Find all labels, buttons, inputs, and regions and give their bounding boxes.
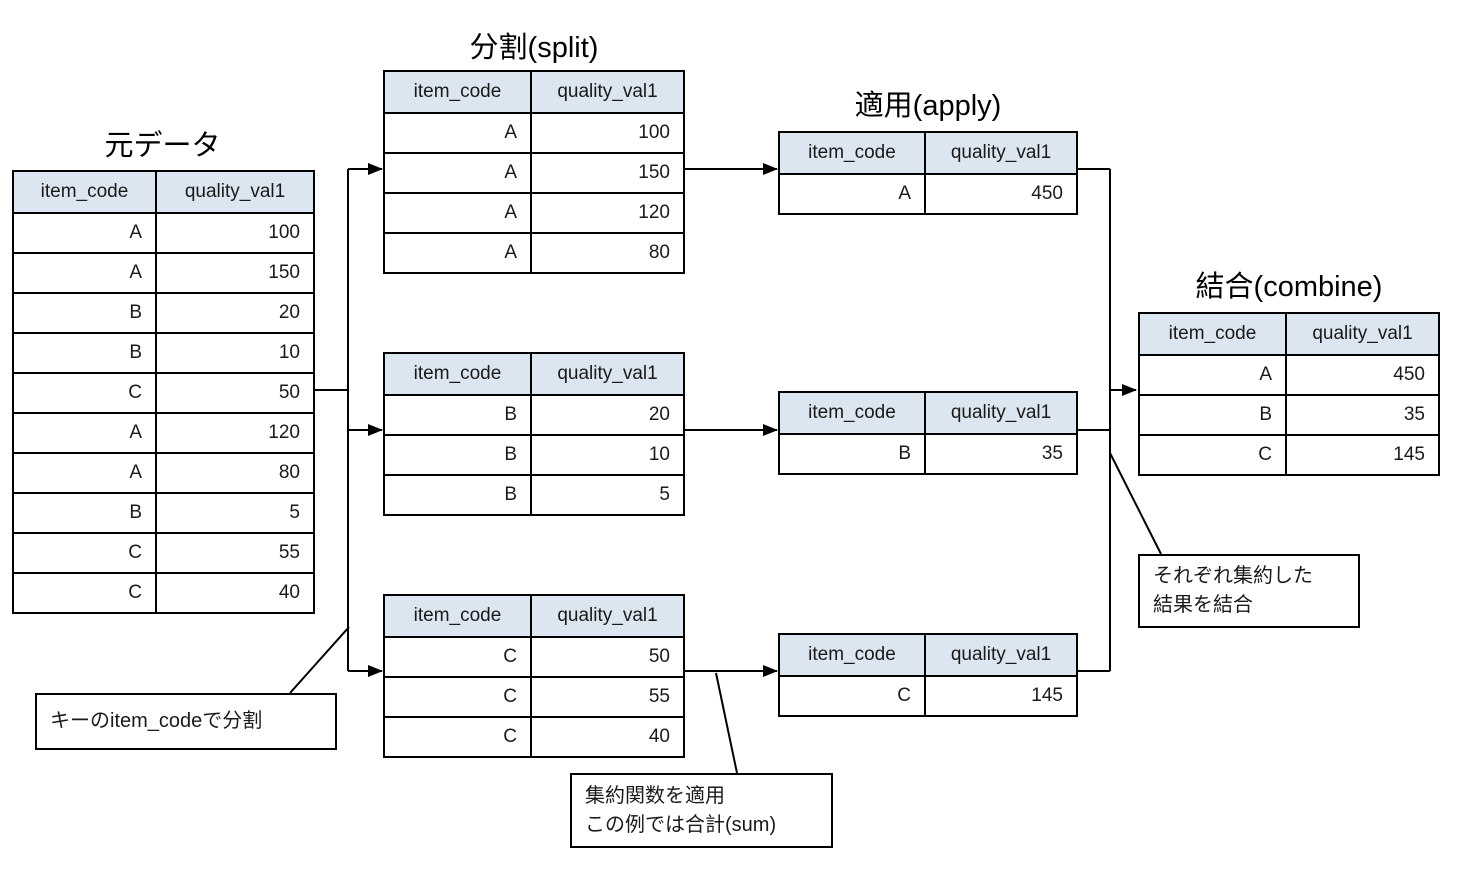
table-cell: C xyxy=(780,675,924,715)
table-cell: 50 xyxy=(530,636,683,676)
table-cell: B xyxy=(1140,394,1285,434)
column-header-item-code: item_code xyxy=(1140,314,1285,354)
table-cell: 10 xyxy=(155,332,313,372)
table-cell: B xyxy=(385,434,530,474)
column-header-item-code: item_code xyxy=(14,172,155,212)
table-cell: A xyxy=(14,212,155,252)
table-cell: 35 xyxy=(924,433,1076,473)
table-cell: 5 xyxy=(530,474,683,514)
table-cell: C xyxy=(385,676,530,716)
column-header-item-code: item_code xyxy=(385,596,530,636)
split-table-b: item_code quality_val1 B 20 B 10 B 5 xyxy=(383,352,685,516)
table-cell: A xyxy=(385,152,530,192)
table-cell: B xyxy=(385,394,530,434)
table-cell: 120 xyxy=(155,412,313,452)
apply-annotation-line2: この例では合計(sum) xyxy=(585,813,777,836)
table-cell: 40 xyxy=(155,572,313,612)
combine-annotation: それぞれ集約した 結果を結合 xyxy=(1138,554,1360,628)
table-cell: B xyxy=(385,474,530,514)
table-cell: C xyxy=(14,532,155,572)
table-cell: 150 xyxy=(155,252,313,292)
apply-annotation-line1: 集約関数を適用 xyxy=(585,784,725,807)
table-cell: C xyxy=(1140,434,1285,474)
table-cell: 55 xyxy=(530,676,683,716)
table-cell: 145 xyxy=(1285,434,1438,474)
column-header-quality-val1: quality_val1 xyxy=(530,354,683,394)
table-cell: 20 xyxy=(155,292,313,332)
table-cell: 80 xyxy=(155,452,313,492)
table-cell: 450 xyxy=(924,173,1076,213)
table-cell: 120 xyxy=(530,192,683,232)
table-cell: 10 xyxy=(530,434,683,474)
table-cell: 40 xyxy=(530,716,683,756)
source-title: 元データ xyxy=(104,130,221,162)
table-cell: A xyxy=(385,192,530,232)
column-header-quality-val1: quality_val1 xyxy=(924,133,1076,173)
column-header-item-code: item_code xyxy=(385,354,530,394)
table-cell: A xyxy=(14,412,155,452)
table-cell: A xyxy=(780,173,924,213)
table-cell: C xyxy=(14,572,155,612)
table-cell: 20 xyxy=(530,394,683,434)
apply-table-b: item_code quality_val1 B 35 xyxy=(778,391,1078,475)
table-cell: C xyxy=(14,372,155,412)
apply-table-a: item_code quality_val1 A 450 xyxy=(778,131,1078,215)
table-cell: C xyxy=(385,636,530,676)
combine-annotation-line2: 結果を結合 xyxy=(1153,594,1253,616)
table-cell: A xyxy=(1140,354,1285,394)
apply-annotation: 集約関数を適用 この例では合計(sum) xyxy=(570,773,833,848)
table-cell: 5 xyxy=(155,492,313,532)
table-cell: 145 xyxy=(924,675,1076,715)
table-cell: 100 xyxy=(530,112,683,152)
split-table-a: item_code quality_val1 A 100 A 150 A 120… xyxy=(383,70,685,274)
table-cell: 35 xyxy=(1285,394,1438,434)
table-cell: A xyxy=(385,232,530,272)
table-cell: A xyxy=(385,112,530,152)
apply-table-c: item_code quality_val1 C 145 xyxy=(778,633,1078,717)
combine-table: item_code quality_val1 A 450 B 35 C 145 xyxy=(1138,312,1440,476)
table-cell: A xyxy=(14,252,155,292)
table-cell: 55 xyxy=(155,532,313,572)
column-header-item-code: item_code xyxy=(385,72,530,112)
table-cell: 80 xyxy=(530,232,683,272)
column-header-quality-val1: quality_val1 xyxy=(530,596,683,636)
table-cell: B xyxy=(14,332,155,372)
column-header-quality-val1: quality_val1 xyxy=(155,172,313,212)
column-header-quality-val1: quality_val1 xyxy=(924,635,1076,675)
combine-annotation-line1: それぞれ集約した xyxy=(1153,565,1313,587)
split-annotation: キーのitem_codeで分割 xyxy=(35,693,337,750)
table-cell: 50 xyxy=(155,372,313,412)
source-table: item_code quality_val1 A 100 A 150 B 20 … xyxy=(12,170,315,614)
apply-title: 適用(apply) xyxy=(854,90,1002,122)
split-note-leader-line xyxy=(289,626,350,694)
table-cell: 150 xyxy=(530,152,683,192)
table-cell: 100 xyxy=(155,212,313,252)
column-header-item-code: item_code xyxy=(780,635,924,675)
split-table-c: item_code quality_val1 C 50 C 55 C 40 xyxy=(383,594,685,758)
table-cell: B xyxy=(14,292,155,332)
column-header-item-code: item_code xyxy=(780,393,924,433)
column-header-quality-val1: quality_val1 xyxy=(530,72,683,112)
apply-note-leader-line xyxy=(715,672,738,774)
table-cell: B xyxy=(14,492,155,532)
split-annotation-text: キーのitem_codeで分割 xyxy=(50,710,263,732)
table-cell: B xyxy=(780,433,924,473)
column-header-item-code: item_code xyxy=(780,133,924,173)
column-header-quality-val1: quality_val1 xyxy=(1285,314,1438,354)
split-title: 分割(split) xyxy=(469,32,599,64)
combine-title: 結合(combine) xyxy=(1195,271,1383,303)
column-header-quality-val1: quality_val1 xyxy=(924,393,1076,433)
table-cell: A xyxy=(14,452,155,492)
table-cell: C xyxy=(385,716,530,756)
table-cell: 450 xyxy=(1285,354,1438,394)
